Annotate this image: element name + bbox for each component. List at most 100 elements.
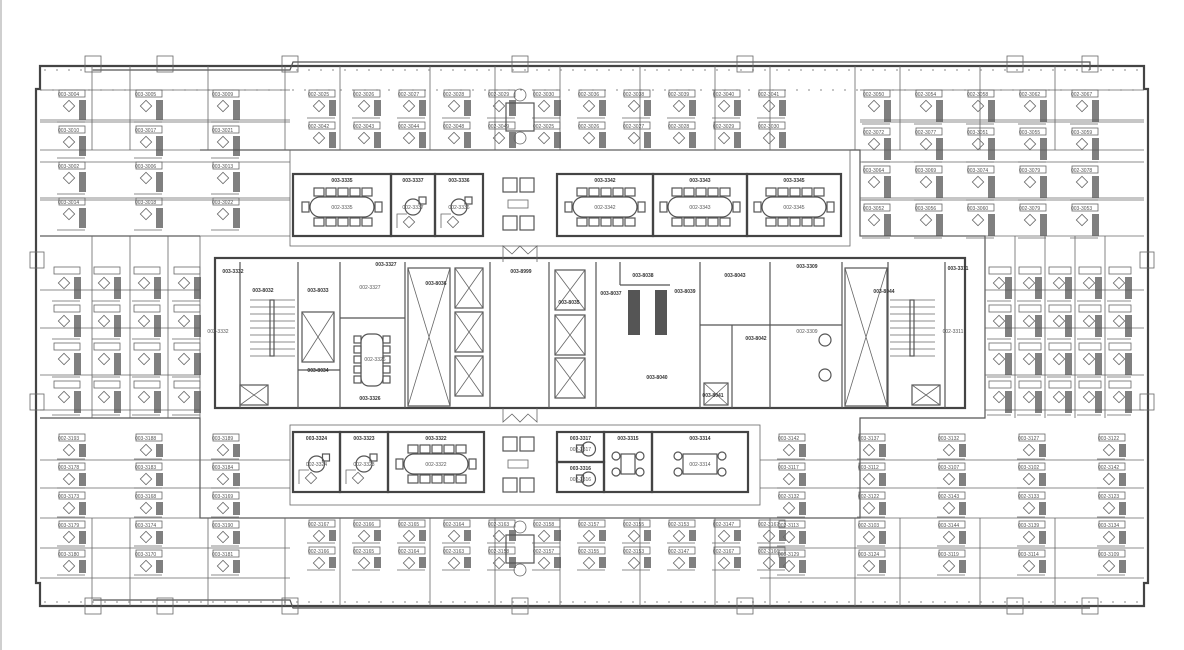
workstation[interactable]: 003-3014 <box>57 197 86 231</box>
workstation[interactable]: 003-3017 <box>134 125 163 159</box>
workstation[interactable] <box>172 380 201 416</box>
workstation[interactable] <box>172 342 201 378</box>
workstation[interactable] <box>92 304 121 340</box>
workstation[interactable]: 003-3142 <box>777 433 806 460</box>
workstation[interactable]: 002-3079 <box>1018 203 1047 239</box>
workstation[interactable] <box>1017 304 1042 340</box>
workstation[interactable]: 002-3030 <box>532 89 561 119</box>
workstation[interactable]: 002-3163 <box>487 519 516 544</box>
workstation[interactable]: 003-3169 <box>211 491 240 518</box>
workstation[interactable]: 002-3157 <box>532 546 561 571</box>
workstation[interactable]: 003-3188 <box>134 433 163 460</box>
workstation[interactable]: 002-3158 <box>532 519 561 544</box>
workstation[interactable]: 003-3052 <box>862 203 891 239</box>
workstation[interactable] <box>1017 380 1042 416</box>
workstation[interactable]: 003-3112 <box>857 462 886 489</box>
workstation[interactable] <box>1017 266 1042 302</box>
workstation[interactable]: 002-3143 <box>937 491 966 518</box>
workstation[interactable]: 002-3164 <box>397 546 426 571</box>
workstation[interactable]: 002-3029 <box>712 121 741 151</box>
workstation[interactable]: 003-3139 <box>1017 520 1046 547</box>
workstation[interactable]: 003-3005 <box>134 89 163 123</box>
workstation[interactable]: 003-3102 <box>1017 462 1046 489</box>
workstation[interactable]: 003-3069 <box>914 165 943 201</box>
workstation[interactable]: 003-3190 <box>211 520 240 547</box>
workstation[interactable]: 002-3103 <box>857 520 886 547</box>
workstation[interactable]: 002-3167 <box>712 546 741 571</box>
workstation[interactable]: 002-3166 <box>352 519 381 544</box>
workstation[interactable] <box>1047 342 1072 378</box>
workstation[interactable]: 002-3164 <box>442 519 471 544</box>
workstation[interactable]: 003-3173 <box>57 491 86 518</box>
workstation[interactable]: 003-3119 <box>937 549 966 576</box>
workstation[interactable]: 002-3163 <box>442 546 471 571</box>
workstation[interactable] <box>1077 266 1102 302</box>
workstation[interactable]: 002-3123 <box>1097 491 1126 518</box>
workstation[interactable] <box>1077 342 1102 378</box>
workstation[interactable] <box>1107 380 1132 416</box>
workstation[interactable]: 003-3022 <box>211 197 240 231</box>
workstation[interactable]: 002-3077 <box>914 127 943 163</box>
workstation[interactable]: 003-3184 <box>211 462 240 489</box>
workstation[interactable]: 003-3122 <box>1097 433 1126 460</box>
workstation[interactable]: 002-3028 <box>442 89 471 119</box>
workstation[interactable] <box>172 266 201 302</box>
workstation[interactable]: 003-3183 <box>134 462 163 489</box>
workstation[interactable]: 002-3025 <box>532 121 561 151</box>
workstation[interactable]: 003-3174 <box>134 520 163 547</box>
workstation[interactable]: 003-3109 <box>1097 549 1126 576</box>
workstation[interactable]: 002-3122 <box>857 491 886 518</box>
workstation[interactable] <box>132 304 161 340</box>
workstation[interactable] <box>1107 342 1132 378</box>
workstation[interactable] <box>987 304 1012 340</box>
workstation[interactable]: 003-3059 <box>1070 127 1099 163</box>
workstation[interactable]: 002-3025 <box>307 89 336 119</box>
workstation[interactable]: 002-3026 <box>352 89 381 119</box>
workstation[interactable]: 002-3167 <box>757 519 786 544</box>
workstation[interactable]: 003-3178 <box>57 462 86 489</box>
workstation[interactable] <box>52 304 81 340</box>
workstation[interactable] <box>52 380 81 416</box>
workstation[interactable] <box>92 380 121 416</box>
workstation[interactable]: 002-3158 <box>487 546 516 571</box>
workstation[interactable]: 003-3074 <box>966 165 995 201</box>
workstation[interactable]: 003-3055 <box>1018 127 1047 163</box>
workstation[interactable]: 002-3038 <box>622 89 651 119</box>
workstation[interactable] <box>1077 304 1102 340</box>
workstation[interactable]: 003-3056 <box>914 203 943 239</box>
workstation[interactable] <box>1107 304 1132 340</box>
workstation[interactable]: 002-3155 <box>622 519 651 544</box>
workstation[interactable]: 002-3166 <box>307 546 336 571</box>
workstation[interactable]: 002-3058 <box>966 89 995 125</box>
room-003-3315[interactable]: 003-3315 <box>602 430 654 494</box>
workstation[interactable]: 002-3153 <box>667 519 696 544</box>
workstation[interactable]: 002-3153 <box>622 546 651 571</box>
workstation[interactable]: 002-3132 <box>777 491 806 518</box>
workstation[interactable]: 002-3147 <box>667 546 696 571</box>
workstation[interactable]: 003-3107 <box>937 462 966 489</box>
workstation[interactable]: 003-3064 <box>862 165 891 201</box>
workstation[interactable]: 002-3072 <box>862 127 891 163</box>
workstation[interactable]: 002-3155 <box>577 546 606 571</box>
workstation[interactable]: 003-3004 <box>57 89 86 123</box>
workstation[interactable]: 002-3050 <box>862 89 891 125</box>
workstation[interactable] <box>1047 266 1072 302</box>
workstation[interactable]: 002-3039 <box>667 89 696 119</box>
workstation[interactable]: 002-3049 <box>487 121 516 151</box>
workstation[interactable]: 002-3029 <box>487 89 516 119</box>
workstation[interactable] <box>987 380 1012 416</box>
workstation[interactable]: 002-3030 <box>757 121 786 151</box>
workstation[interactable]: 002-3078 <box>1070 165 1099 201</box>
workstation[interactable]: 003-3051 <box>966 127 995 163</box>
workstation[interactable]: 003-3179 <box>57 520 86 547</box>
workstation[interactable]: 002-3062 <box>1018 89 1047 125</box>
workstation[interactable]: 002-3041 <box>757 89 786 119</box>
workstation[interactable]: 002-3157 <box>577 519 606 544</box>
workstation[interactable]: 002-3048 <box>442 121 471 151</box>
